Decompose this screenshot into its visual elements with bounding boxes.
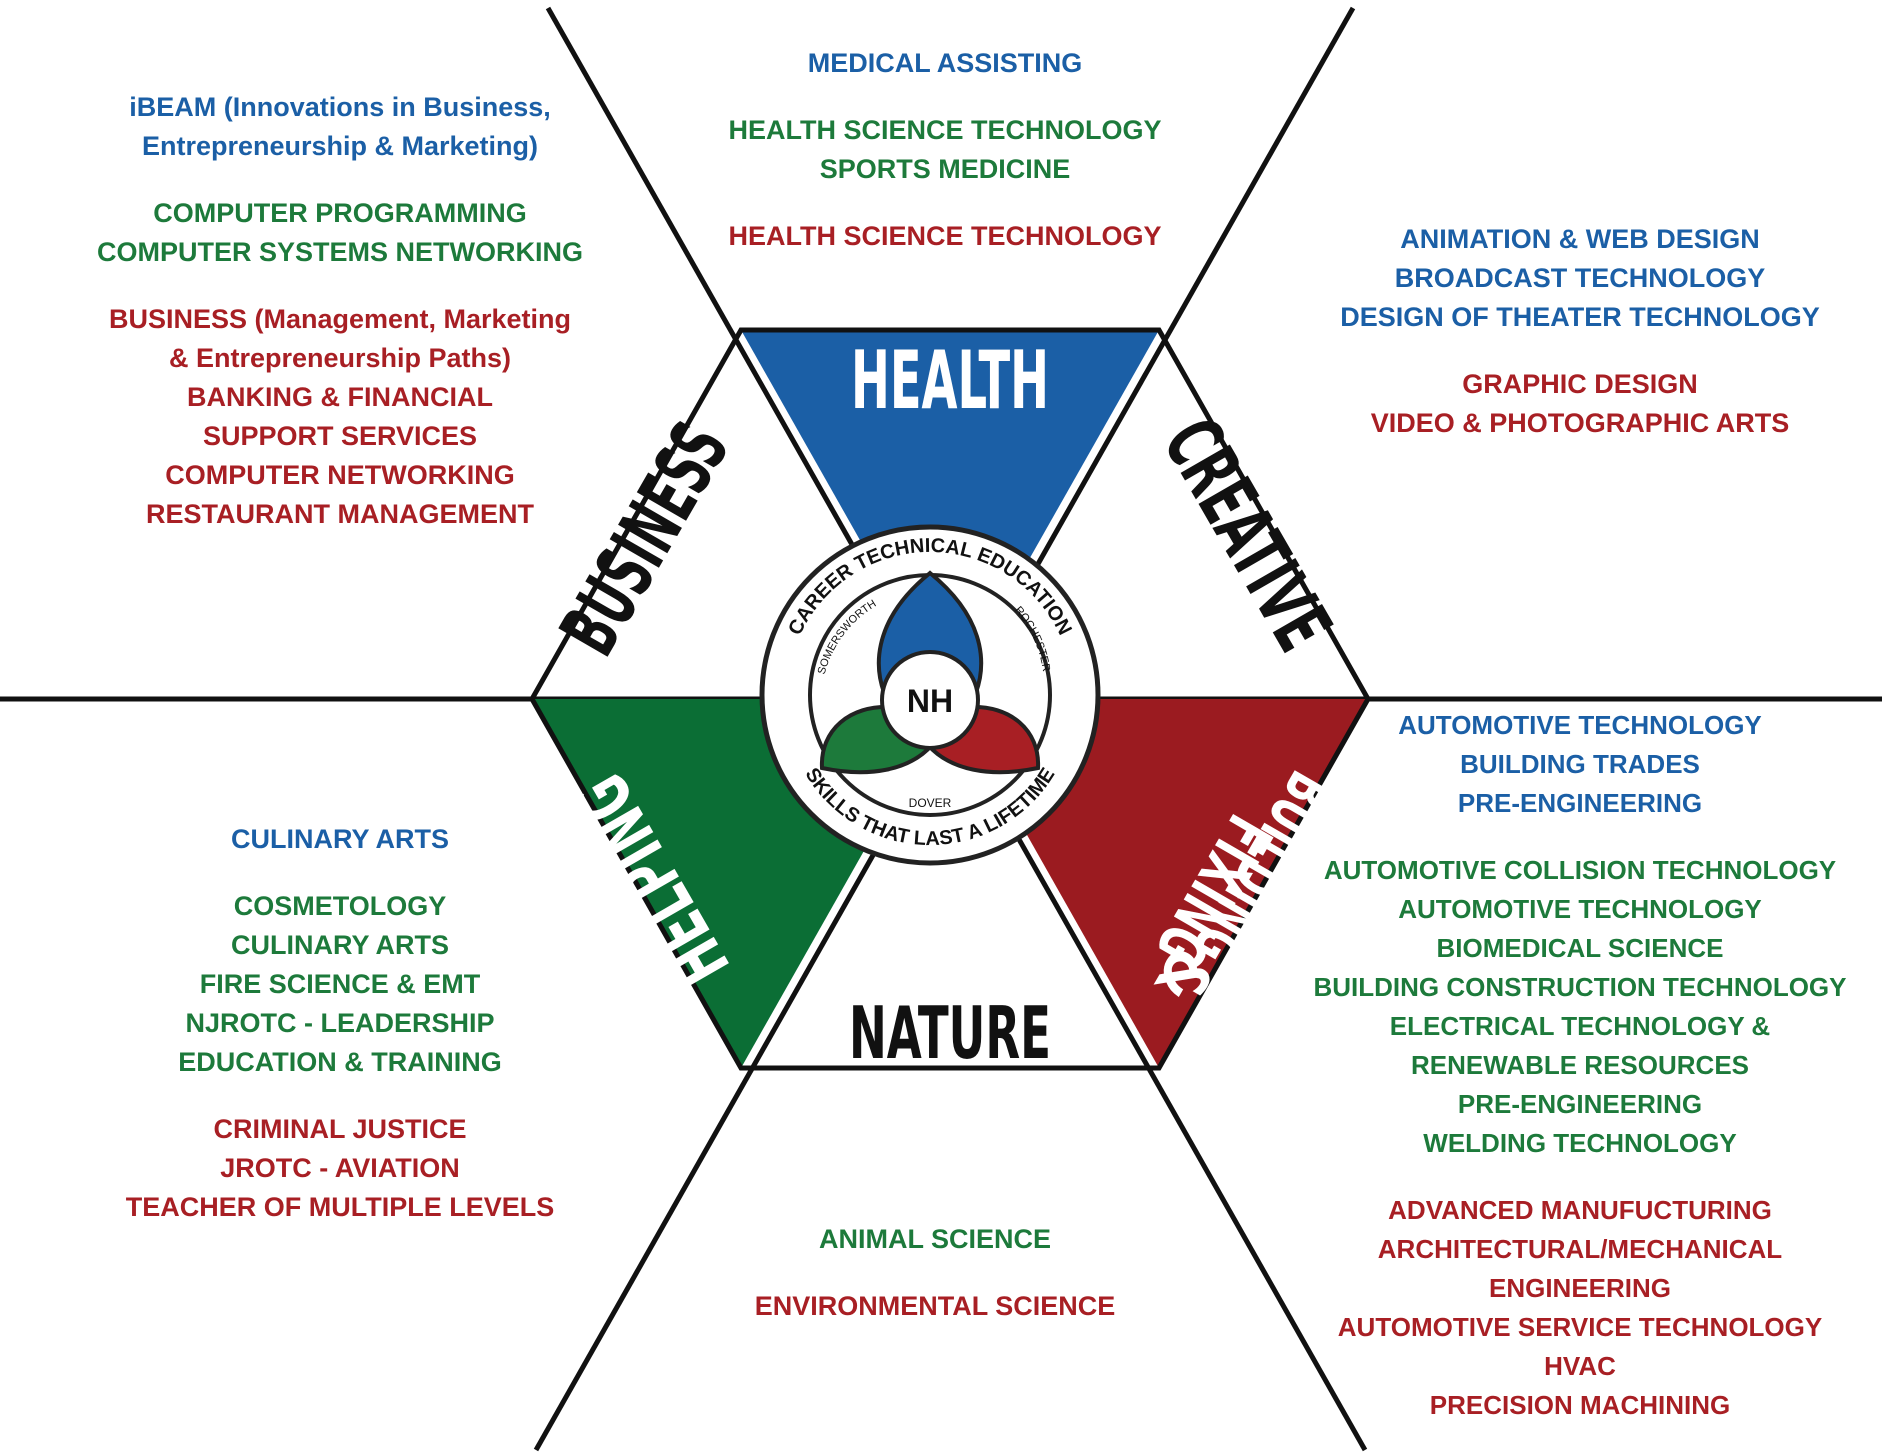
program-group: COSMETOLOGY CULINARY ARTS FIRE SCIENCE & E… (60, 887, 620, 1082)
program-name: COSMETOLOGY (233, 891, 447, 921)
program-name: ENGINEERING (1488, 1273, 1672, 1303)
program-name: HEALTH SCIENCE TECHNOLOGY (728, 115, 1162, 145)
program-name: PRE-ENGINEERING (1457, 1089, 1703, 1119)
nature-label: NATURE (849, 991, 1051, 1075)
program-group: HEALTH SCIENCE TECHNOLOGY (700, 217, 1190, 256)
program-name: HVAC (1544, 1351, 1616, 1381)
program-name: iBEAM (Innovations in Business, (129, 92, 551, 122)
program-name: ANIMAL SCIENCE (818, 1224, 1052, 1254)
health-label: HEALTH (851, 334, 1049, 427)
program-group: BUSINESS (Management, Marketing & Entrepr… (60, 300, 620, 534)
program-group: AUTOMOTIVE COLLISION TECHNOLOGY AUTOMOTIV… (1300, 851, 1860, 1163)
program-name: BUILDING TRADES (1460, 749, 1700, 779)
building-fixing-programs: AUTOMOTIVE TECHNOLOGY BUILDING TRADES PRE-… (1300, 706, 1860, 1453)
program-name: VIDEO & PHOTOGRAPHIC ARTS (1370, 408, 1790, 438)
program-group: AUTOMOTIVE TECHNOLOGY BUILDING TRADES PRE-… (1300, 706, 1860, 823)
program-group: MEDICAL ASSISTING (700, 44, 1190, 83)
program-name: RENEWABLE RESOURCES (1410, 1050, 1750, 1080)
program-name: ADVANCED MANUFUCTURING (1388, 1195, 1772, 1225)
program-name: Entrepreneurship & Marketing) (141, 131, 539, 161)
program-group: ANIMATION & WEB DESIGN BROADCAST TECHNOLO… (1300, 220, 1860, 337)
logo-center-text: NH (907, 683, 953, 719)
program-name: FIRE SCIENCE & EMT (199, 969, 481, 999)
program-name: & Entrepreneurship Paths) (168, 343, 512, 373)
program-name: ARCHITECTURAL/MECHANICAL (1377, 1234, 1783, 1264)
program-name: SUPPORT SERVICES (202, 421, 478, 451)
program-group: CULINARY ARTS (60, 820, 620, 859)
program-name: BUILDING CONSTRUCTION TECHNOLOGY (1313, 972, 1847, 1002)
program-group: ADVANCED MANUFUCTURING ARCHITECTURAL/MECH… (1300, 1191, 1860, 1425)
program-name: NJROTC - LEADERSHIP (185, 1008, 495, 1038)
program-group: GRAPHIC DESIGN VIDEO & PHOTOGRAPHIC ARTS (1300, 365, 1860, 443)
trinity-knot-icon (819, 570, 1041, 775)
program-name: RESTAURANT MANAGEMENT (146, 499, 534, 529)
program-group: ANIMAL SCIENCE (700, 1220, 1170, 1259)
program-name: BROADCAST TECHNOLOGY (1394, 263, 1766, 293)
program-group: iBEAM (Innovations in Business, Entrepren… (60, 88, 620, 166)
program-name: GRAPHIC DESIGN (1462, 369, 1698, 399)
program-name: BANKING & FINANCIAL (187, 382, 493, 412)
program-name: CRIMINAL JUSTICE (213, 1114, 467, 1144)
helping-programs: CULINARY ARTS COSMETOLOGY CULINARY ARTS FIR… (60, 820, 620, 1255)
program-group: ENVIRONMENTAL SCIENCE (700, 1287, 1170, 1326)
program-name: COMPUTER SYSTEMS NETWORKING (96, 237, 583, 267)
logo-dover: DOVER (909, 796, 952, 810)
program-name: AUTOMOTIVE SERVICE TECHNOLOGY (1337, 1312, 1823, 1342)
program-name: ANIMATION & WEB DESIGN (1400, 224, 1760, 254)
program-name: COMPUTER PROGRAMMING (153, 198, 527, 228)
program-name: PRECISION MACHINING (1429, 1390, 1731, 1420)
nature-programs: ANIMAL SCIENCE ENVIRONMENTAL SCIENCE (700, 1220, 1170, 1354)
business-programs: iBEAM (Innovations in Business, Entrepren… (60, 88, 620, 562)
inner-hexagon (529, 327, 1371, 1071)
program-name: EDUCATION & TRAINING (178, 1047, 502, 1077)
program-name: COMPUTER NETWORKING (165, 460, 515, 490)
program-name: PRE-ENGINEERING (1457, 788, 1703, 818)
program-name: MEDICAL ASSISTING (807, 48, 1083, 78)
health-triangle (741, 330, 1159, 699)
cte-logo: NH CAREER TECHNICAL EDUCATION SKILLS THA… (759, 524, 1101, 866)
program-name: JROTC - AVIATION (220, 1153, 460, 1183)
program-name: AUTOMOTIVE TECHNOLOGY (1398, 894, 1762, 924)
program-name: ENVIRONMENTAL SCIENCE (754, 1291, 1116, 1321)
program-name: CULINARY ARTS (230, 930, 449, 960)
program-name: SPORTS MEDICINE (819, 154, 1071, 184)
creative-programs: ANIMATION & WEB DESIGN BROADCAST TECHNOLO… (1300, 220, 1860, 471)
program-group: HEALTH SCIENCE TECHNOLOGY SPORTS MEDICINE (700, 111, 1190, 189)
program-name: ELECTRICAL TECHNOLOGY & (1389, 1011, 1771, 1041)
program-name: BIOMEDICAL SCIENCE (1436, 933, 1724, 963)
program-name: BUSINESS (Management, Marketing (108, 304, 572, 334)
health-programs: MEDICAL ASSISTING HEALTH SCIENCE TECHNOLO… (700, 44, 1190, 284)
program-name: TEACHER OF MULTIPLE LEVELS (125, 1192, 555, 1222)
program-name: AUTOMOTIVE COLLISION TECHNOLOGY (1323, 855, 1837, 885)
program-group: COMPUTER PROGRAMMING COMPUTER SYSTEMS NET… (60, 194, 620, 272)
program-name: AUTOMOTIVE TECHNOLOGY (1398, 710, 1762, 740)
program-name: WELDING TECHNOLOGY (1423, 1128, 1737, 1158)
program-name: DESIGN OF THEATER TECHNOLOGY (1340, 302, 1820, 332)
program-name: CULINARY ARTS (230, 824, 449, 854)
program-name: HEALTH SCIENCE TECHNOLOGY (728, 221, 1162, 251)
program-group: CRIMINAL JUSTICE JROTC - AVIATION TEACHER … (60, 1110, 620, 1227)
